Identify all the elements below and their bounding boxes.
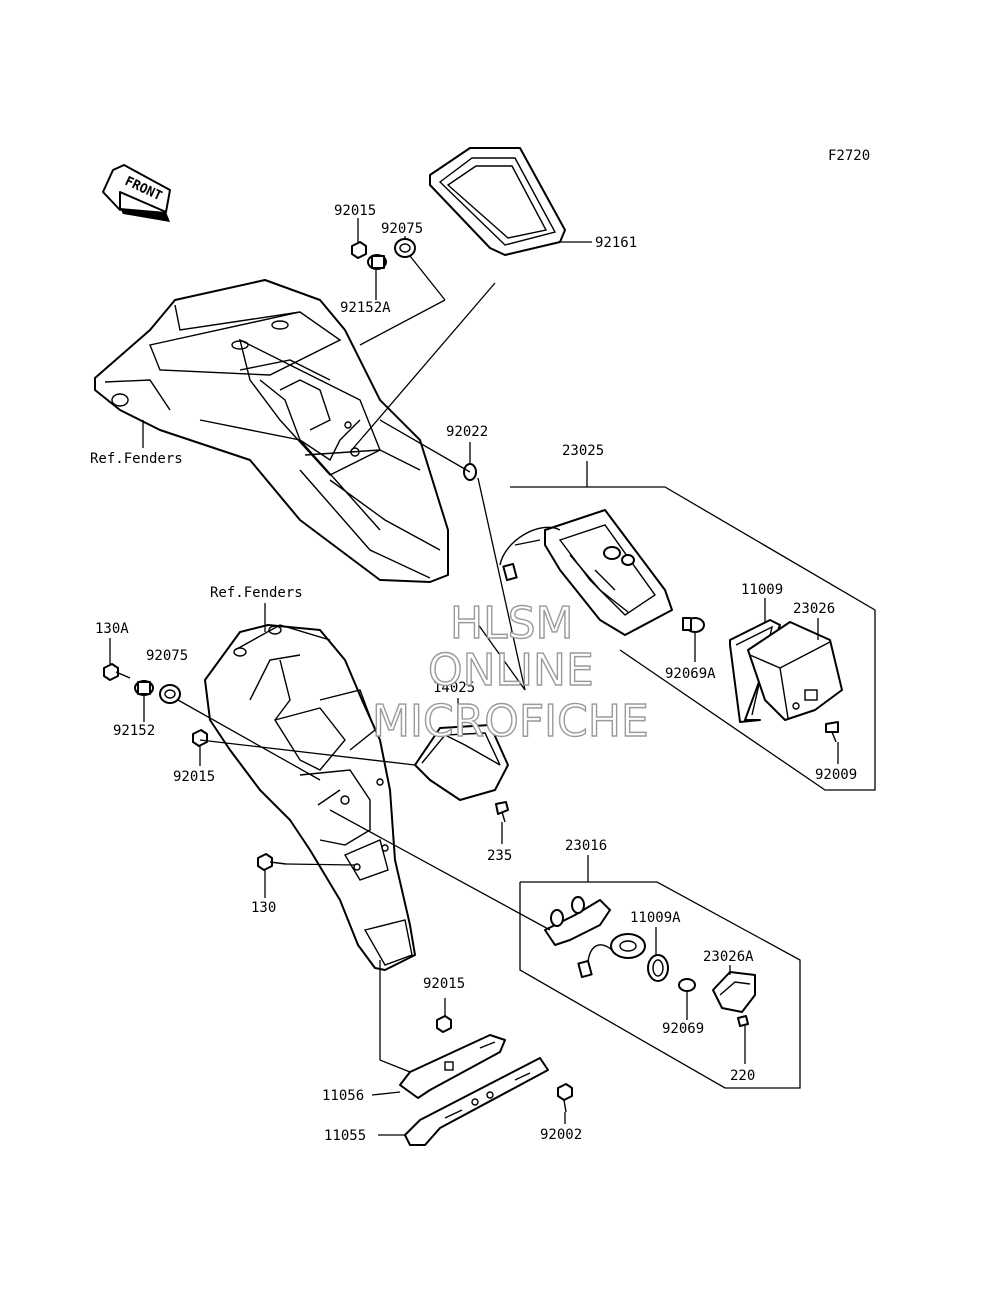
- bracket-11056: [399, 1034, 506, 1099]
- nut-92015-bot: [436, 1015, 452, 1033]
- label-92015-top: 92015: [334, 203, 376, 219]
- screw-235: [495, 801, 509, 823]
- label-92075-top: 92075: [381, 221, 423, 237]
- label-14025: 14025: [433, 680, 475, 696]
- bolt-130: [257, 853, 287, 871]
- bolt-92002: [557, 1083, 573, 1113]
- label-130A: 130A: [95, 621, 129, 637]
- bolt-92152A: [367, 254, 387, 270]
- watermark-line2: ONLINE: [428, 645, 594, 696]
- label-130: 130: [251, 900, 276, 916]
- label-92015-mid: 92015: [173, 769, 215, 785]
- bracket-11055: [404, 1057, 549, 1146]
- label-92152A: 92152A: [340, 300, 391, 316]
- label-92069: 92069: [662, 1021, 704, 1037]
- leader-lines: [109, 218, 876, 1136]
- front-arrow-icon: FRONT: [102, 164, 171, 222]
- label-23026A: 23026A: [703, 949, 754, 965]
- label-11056: 11056: [322, 1088, 364, 1104]
- label-23025: 23025: [562, 443, 604, 459]
- label-92069A: 92069A: [665, 666, 716, 682]
- label-92002: 92002: [540, 1127, 582, 1143]
- label-11055: 11055: [324, 1128, 366, 1144]
- watermark-line3: MICROFICHE: [372, 696, 649, 747]
- label-92075-mid: 92075: [146, 648, 188, 664]
- gasket-11009A: [647, 954, 669, 982]
- label-23016: 23016: [565, 838, 607, 854]
- label-235: 235: [487, 848, 512, 864]
- label-ref-fenders-mid: Ref.Fenders: [210, 585, 303, 601]
- grommet-92075-top: [394, 238, 416, 258]
- watermark-line1: HLSM: [450, 598, 574, 649]
- lens-23026: [747, 621, 843, 721]
- watermark: HLSM ONLINE MICROFICHE: [371, 597, 649, 747]
- nut-92015-mid: [192, 729, 208, 747]
- figure-code: F2720: [828, 148, 870, 164]
- bulb-92069A: [682, 617, 705, 633]
- seat-cover-part-92161: [429, 147, 566, 256]
- grommet-92075-mid: [159, 684, 181, 704]
- label-92152: 92152: [113, 723, 155, 739]
- screw-92009: [825, 721, 839, 743]
- license-light-socket: [577, 933, 646, 979]
- label-92015-bot: 92015: [423, 976, 465, 992]
- lens-23026A: [712, 971, 756, 1013]
- screw-220: [737, 1015, 749, 1027]
- label-92161: 92161: [595, 235, 637, 251]
- license-light-bracket: [544, 896, 611, 946]
- label-220: 220: [730, 1068, 755, 1084]
- label-92009: 92009: [815, 767, 857, 783]
- label-23026: 23026: [793, 601, 835, 617]
- tail-light-housing-part: [499, 509, 673, 636]
- lower-fender-part: [204, 624, 416, 971]
- reflector-14025: [414, 724, 509, 801]
- label-11009: 11009: [741, 582, 783, 598]
- upper-fender-part: [94, 279, 449, 583]
- bolt-92152: [134, 680, 154, 696]
- label-ref-fenders-top: Ref.Fenders: [90, 451, 183, 467]
- label-92022: 92022: [446, 424, 488, 440]
- bulb-92069: [678, 978, 696, 992]
- label-11009A: 11009A: [630, 910, 681, 926]
- bolt-130A: [103, 663, 131, 681]
- nut-92015-top: [351, 241, 367, 259]
